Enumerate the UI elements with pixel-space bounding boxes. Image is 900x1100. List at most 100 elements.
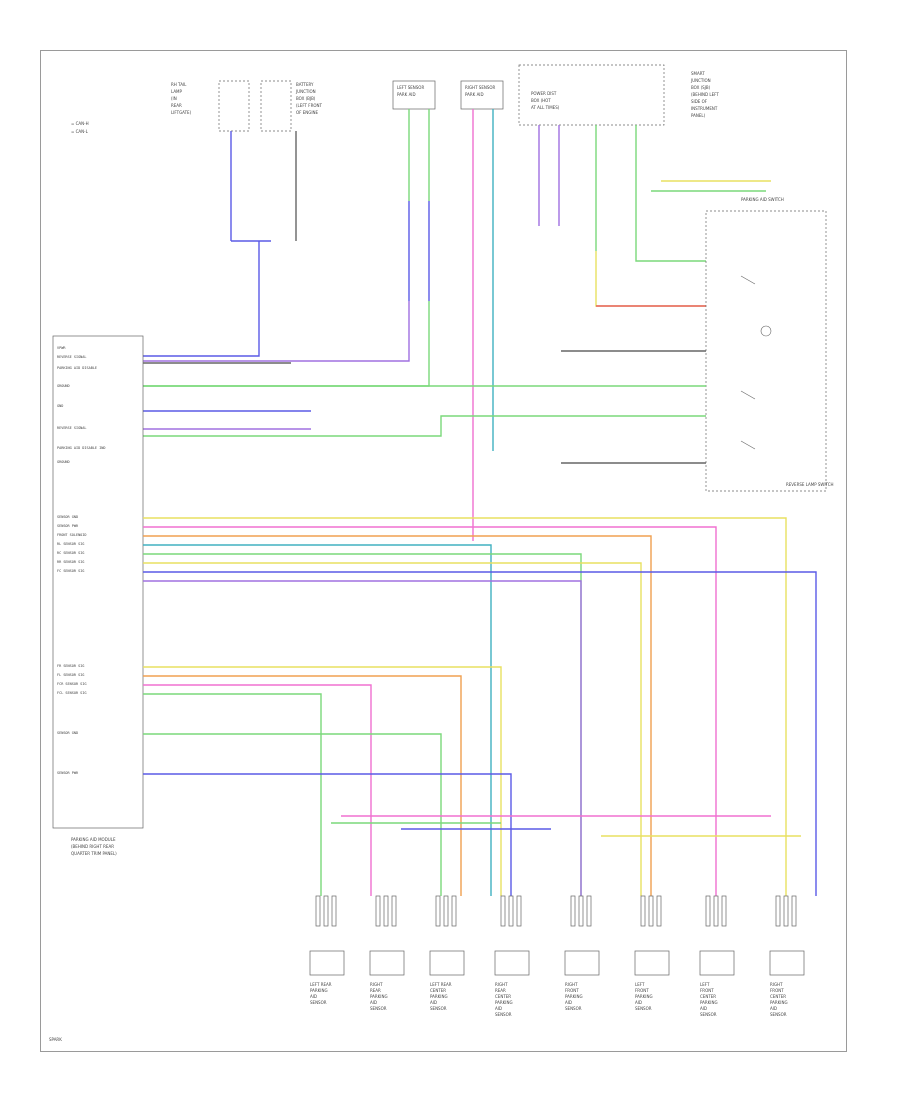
- sensor-label: SENSOR: [370, 1006, 387, 1011]
- legend-can-h: = CAN-H: [71, 121, 89, 126]
- svg-text:LIFTGATE): LIFTGATE): [171, 110, 192, 115]
- module-pin-label: RC SENSOR SIG: [57, 551, 84, 555]
- svg-text:QUARTER TRIM PANEL): QUARTER TRIM PANEL): [71, 851, 117, 856]
- sensor-label: RIGHT: [370, 982, 383, 987]
- svg-text:PANEL): PANEL): [691, 113, 706, 118]
- sensor-connector-pin: [375, 895, 381, 927]
- sensor-label: RIGHT: [770, 982, 783, 987]
- harness-wire: [143, 544, 492, 896]
- sensor-connector-pin: [578, 895, 584, 927]
- sensor-connector-pin: [315, 895, 321, 927]
- harness-wire: [143, 553, 582, 896]
- sensor-label: LEFT REAR: [310, 982, 332, 987]
- svg-text:RH TAIL: RH TAIL: [171, 82, 187, 87]
- sensor-label: AID: [700, 1006, 707, 1011]
- svg-text:AT ALL TIMES): AT ALL TIMES): [531, 105, 560, 110]
- module-pin-label: RL SENSOR SIG: [57, 542, 84, 546]
- svg-text:(IN: (IN: [171, 96, 177, 101]
- module-pin-label: SENSOR GND: [57, 731, 78, 735]
- sensor-connector-pin: [383, 895, 389, 927]
- sensor-box: [494, 950, 530, 976]
- harness-wire: [143, 571, 817, 896]
- module-pin-label: GROUND: [57, 384, 70, 388]
- module-title: PARKING AID MODULE: [71, 837, 116, 842]
- module-pin-label: SENSOR GND: [57, 515, 78, 519]
- sensor-label: SENSOR: [700, 1012, 717, 1017]
- sensor-label: PARKING: [370, 994, 388, 999]
- harness-wire: [143, 580, 582, 896]
- svg-text:SIDE OF: SIDE OF: [691, 99, 708, 104]
- sensor-label: SENSOR: [495, 1012, 512, 1017]
- sensor-label: CENTER: [430, 988, 446, 993]
- harness-wire: [143, 526, 717, 896]
- sensor-label: PARKING: [430, 994, 448, 999]
- parking-aid-module: PARKING AID MODULE (BEHIND RIGHT REAR QU…: [52, 335, 144, 856]
- module-pin-label: SENSOR PWR: [57, 771, 79, 775]
- sensor-box: [369, 950, 405, 976]
- module-pin-label: SENSOR PWR: [57, 524, 79, 528]
- sensor-connector-pin: [570, 895, 576, 927]
- sensor-box: [699, 950, 735, 976]
- module-pin-label: PARKING AID DISABLE: [57, 366, 97, 370]
- sensor-box: [564, 950, 600, 976]
- sensor-connector-pin: [791, 895, 797, 927]
- svg-text:OF ENGINE: OF ENGINE: [296, 110, 319, 115]
- sensor-label: AID: [770, 1006, 777, 1011]
- sensor-label: REAR: [370, 988, 381, 993]
- sensor-label: LEFT: [635, 982, 645, 987]
- harness-wire: [143, 517, 787, 896]
- harness-wire: [143, 693, 322, 896]
- top-connector-right-tail: RH TAIL LAMP (IN REAR LIFTGATE): [171, 80, 250, 132]
- sensor-label: LEFT REAR: [430, 982, 452, 987]
- parking-aid-switch-label: PARKING AID SWITCH: [741, 197, 784, 202]
- sensor-box: [769, 950, 805, 976]
- sensor-box: [429, 950, 465, 976]
- sensor-connector-pin: [435, 895, 441, 927]
- sensor-label: CENTER: [495, 994, 511, 999]
- top-connector-right-sensor: RIGHT SENSOR PARK AID: [460, 80, 504, 110]
- svg-text:LEFT SENSOR: LEFT SENSOR: [397, 85, 424, 90]
- wiring-diagram-frame: = CAN-H = CAN-L RH TAIL LAMP (IN REAR LI…: [40, 50, 847, 1052]
- svg-text:JUNCTION: JUNCTION: [690, 78, 711, 83]
- svg-text:INSTRUMENT: INSTRUMENT: [691, 106, 718, 111]
- sensor-label: FRONT: [700, 988, 714, 993]
- sensor-connector-pin: [586, 895, 592, 927]
- sensor-label: AID: [565, 1000, 572, 1005]
- sensor-label: PARKING: [565, 994, 583, 999]
- sensor-connector-pin: [705, 895, 711, 927]
- sensor-box: [634, 950, 670, 976]
- harness-wire: [143, 733, 442, 896]
- sensor-connector-pin: [721, 895, 727, 927]
- wiring-diagram: = CAN-H = CAN-L RH TAIL LAMP (IN REAR LI…: [49, 64, 834, 1042]
- svg-text:(LEFT FRONT: (LEFT FRONT: [296, 103, 322, 108]
- sensor-connector-pin: [775, 895, 781, 927]
- parking-aid-switch: PARKING AID SWITCH REVERSE LAMP SWITCH: [705, 197, 834, 492]
- module-pin-label: REVERSE SIGNAL: [57, 355, 87, 359]
- svg-text:RIGHT SENSOR: RIGHT SENSOR: [465, 85, 496, 90]
- sensor-connector-pin: [640, 895, 646, 927]
- module-pin-label: REVERSE SIGNAL: [57, 426, 87, 430]
- sensor-connector-pin: [713, 895, 719, 927]
- sensor-label: RIGHT: [495, 982, 508, 987]
- sensor-connector-pin: [451, 895, 457, 927]
- sensor-connector-pin: [500, 895, 506, 927]
- sensor-label: PARKING: [635, 994, 653, 999]
- module-pin-label: RR SENSOR SIG: [57, 560, 84, 564]
- harness-wire: [143, 773, 512, 896]
- sensor-connector-pin: [508, 895, 514, 927]
- sensor-connector-pin: [648, 895, 654, 927]
- svg-text:(BEHIND RIGHT REAR: (BEHIND RIGHT REAR: [71, 844, 114, 849]
- svg-text:LAMP: LAMP: [171, 89, 183, 94]
- sensor-label: AID: [430, 1000, 437, 1005]
- svg-text:BATTERY: BATTERY: [296, 82, 314, 87]
- footer-code: SPARK: [49, 1037, 62, 1042]
- module-pin-label: GROUND: [57, 460, 70, 464]
- harness-wire: [143, 684, 372, 896]
- sensor-label: SENSOR: [770, 1012, 787, 1017]
- harness-wire: [143, 666, 502, 896]
- module-pin-label: FRONT SOLENOID: [57, 533, 87, 537]
